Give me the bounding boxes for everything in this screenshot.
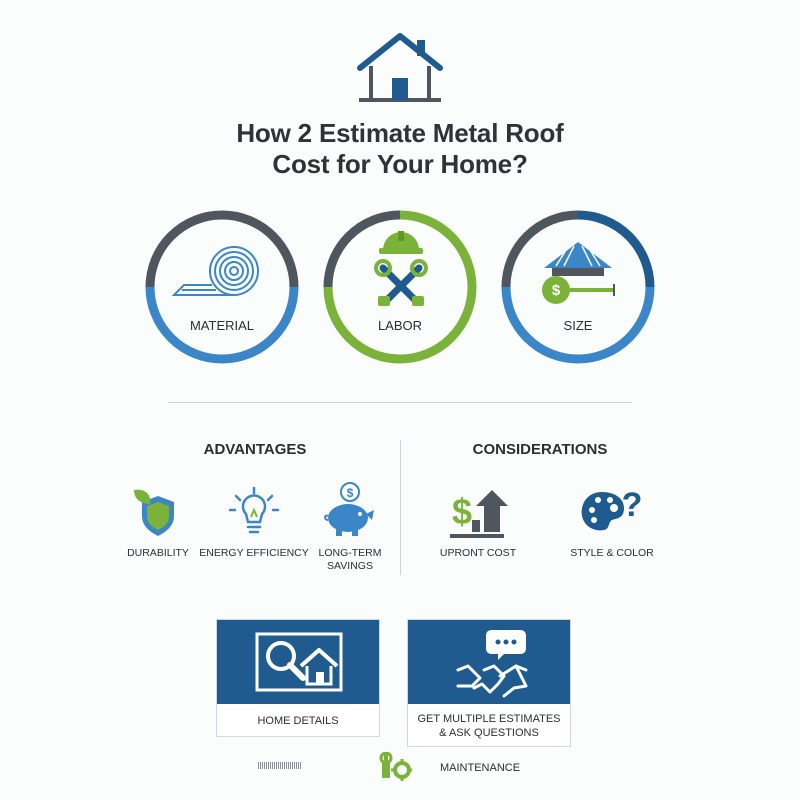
size-label: SIZE xyxy=(563,318,593,333)
magnify-house-icon xyxy=(255,632,343,692)
maintenance-label: MAINTENANCE xyxy=(440,762,521,774)
labor-ring xyxy=(323,210,477,364)
get-estimates-label: GET MULTIPLE ESTIMATES & ASK QUESTIONS xyxy=(417,713,561,739)
dollar-arrow-icon: $ xyxy=(450,490,508,538)
house-measure-icon: $ xyxy=(542,242,615,304)
material-ring xyxy=(145,210,299,364)
hardhat-tools-icon xyxy=(374,231,428,306)
page-title: How 2 Estimate Metal Roof Cost for Your … xyxy=(236,118,564,179)
durability-label: DURABILITY xyxy=(127,547,189,559)
svg-text:$: $ xyxy=(347,486,354,500)
svg-text:?: ? xyxy=(622,486,643,524)
upfront-cost-label: UPRONT COST xyxy=(439,547,517,559)
column-divider xyxy=(400,440,401,575)
style-color-label: STYLE & COLOR xyxy=(570,547,654,559)
long-term-savings-label: LONG-TERM SAVINGS xyxy=(318,547,382,572)
insulation-roll-icon xyxy=(172,246,259,296)
handshake-chat-icon xyxy=(456,630,528,698)
leaf-shield-icon xyxy=(134,489,174,536)
home-details-label: HOME DETAILS xyxy=(257,715,339,727)
house-logo-icon xyxy=(357,33,443,102)
svg-text:$: $ xyxy=(452,491,472,532)
energy-efficiency-label: ENERGY EFFICIENCY xyxy=(199,547,309,559)
advantages-heading: ADVANTAGES xyxy=(203,441,307,458)
get-estimates-card[interactable]: GET MULTIPLE ESTIMATES & ASK QUESTIONS xyxy=(407,619,571,747)
material-label: MATERIAL xyxy=(189,318,255,333)
considerations-heading: CONSIDERATIONS xyxy=(472,441,608,458)
home-details-card[interactable]: HOME DETAILS xyxy=(216,619,380,737)
palette-question-icon: ? xyxy=(581,486,643,531)
piggy-bank-icon: $ xyxy=(324,482,374,536)
gears-icon xyxy=(379,752,412,781)
section-divider xyxy=(168,402,632,403)
labor-label: LABOR xyxy=(377,318,423,333)
size-ring xyxy=(501,210,655,364)
lightbulb-icon xyxy=(228,486,280,534)
decorative-stripe xyxy=(258,762,302,769)
svg-text:$: $ xyxy=(552,282,561,299)
